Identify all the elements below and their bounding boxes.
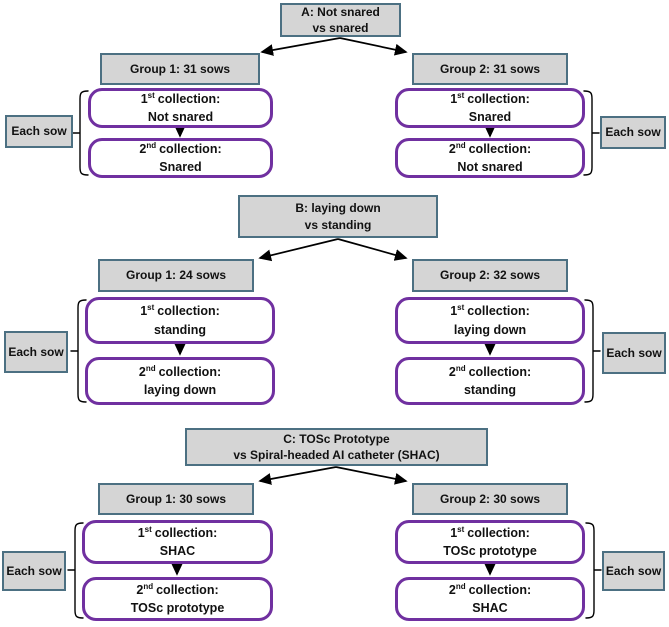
collection-value: Snared [468,110,512,124]
arrow-a-left [260,37,341,56]
ordinal-suffix: nd [146,140,157,150]
collection-value: laying down [453,322,527,337]
title-line-1: A: Not snared [301,4,380,19]
ordinal-suffix: st [457,90,465,100]
ordinal-suffix: nd [143,581,154,591]
ordinal-suffix: st [144,524,152,534]
experiment-b-title-box: B: laying down vs standing [238,195,438,238]
collection-value: SHAC [472,601,508,615]
ordinal-suffix: nd [455,140,466,150]
experiment-c-title-box: C: TOSc Prototype vs Spiral-headed AI ca… [185,428,488,466]
group-1-box-b: Group 1: 24 sows [98,259,254,292]
group-1-box-c: Group 1: 30 sows [98,483,254,515]
collection-value: Not snared [457,160,523,174]
arrow-c-left [258,466,337,485]
bracket-a-right [583,90,600,176]
collection-value: TOSc prototype [130,601,225,615]
ordinal-suffix: st [457,524,465,534]
collection-value: standing [463,383,517,397]
collection-value: TOSc prototype [443,544,537,558]
bracket-c-right [585,522,602,619]
title-line-2: vs snared [312,21,369,35]
title-line-2: vs standing [304,217,372,232]
ordinal-suffix: nd [455,581,466,591]
collection-value: laying down [143,383,217,397]
arrow-c-right [335,466,408,485]
group-2-box-c: Group 2: 30 sows [412,483,568,515]
collection-value: Not snared [147,110,214,124]
each-sow-box-a-left: Each sow [5,115,73,148]
group-1-box-a: Group 1: 31 sows [100,53,260,85]
collection-value: SHAC [159,544,196,558]
bracket-b-right [584,299,601,403]
arrow-b-left [258,238,339,262]
bracket-b-left [70,299,87,403]
ordinal-suffix: nd [145,363,156,373]
each-sow-box-b-left: Each sow [4,331,68,373]
bracket-a-left [72,90,89,176]
ordinal-suffix: st [147,90,155,100]
each-sow-box-b-right: Each sow [602,332,666,374]
ordinal-suffix: st [147,303,155,313]
ordinal-suffix: st [457,303,465,313]
group-2-box-b: Group 2: 32 sows [412,259,568,292]
group-2-box-a: Group 2: 31 sows [412,53,568,85]
bracket-c-left [67,522,84,619]
each-sow-box-c-right: Each sow [602,551,665,591]
title-line-1: B: laying down [295,201,381,216]
arrow-a-right [339,37,408,56]
title-line-2: vs Spiral-headed AI catheter (SHAC) [233,448,440,462]
each-sow-box-a-right: Each sow [600,116,666,149]
ordinal-suffix: nd [455,363,466,373]
each-sow-box-c-left: Each sow [2,551,66,591]
collection-value: standing [153,322,207,337]
arrow-b-right [337,238,408,261]
collection-value: Snared [159,160,202,174]
experiment-a-title-box: A: Not snared vs snared [280,3,401,37]
title-line-1: C: TOSc Prototype [283,431,390,446]
